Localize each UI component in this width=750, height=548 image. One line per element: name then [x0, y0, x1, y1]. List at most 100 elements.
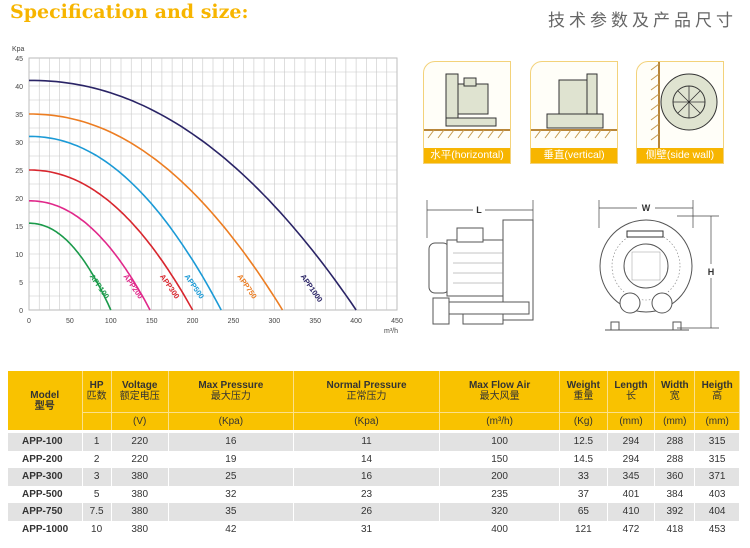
table-cell: 100	[439, 433, 561, 451]
table-cell: 380	[111, 503, 169, 521]
table-cell: 220	[111, 450, 169, 468]
model-cell: APP-100	[8, 433, 83, 451]
table-cell: 31	[293, 520, 441, 538]
table-cell: 42	[168, 520, 294, 538]
page-title-cn: 技术参数及产品尺寸	[548, 11, 737, 31]
y-tick-label: 20	[15, 196, 23, 203]
x-tick-label: 300	[268, 318, 280, 325]
x-axis-label: m³/h	[384, 328, 398, 335]
header-cn: 最大风量	[479, 391, 520, 403]
table-cell: 23	[293, 485, 441, 503]
table-cell: 35	[168, 503, 294, 521]
x-tick-label: 200	[187, 318, 199, 325]
mount-label: 侧壁(side wall)	[637, 148, 723, 163]
header-cn: 最大压力	[210, 391, 251, 403]
x-tick-label: 400	[350, 318, 362, 325]
header-cn: 额定电压	[119, 391, 160, 403]
model-cell: APP-300	[8, 468, 83, 486]
header-cn: 高	[712, 391, 723, 403]
table-cell: 25	[168, 468, 294, 486]
table-cell: 320	[439, 503, 561, 521]
header-cn: 正常压力	[346, 391, 387, 403]
table-cell: 33	[559, 468, 608, 486]
x-tick-label: 100	[105, 318, 117, 325]
table-cell: 200	[439, 468, 561, 486]
table-cell: 7.5	[82, 503, 112, 521]
table-cell: 294	[607, 450, 656, 468]
curve-app300	[29, 169, 194, 311]
mount-label: 垂直(vertical)	[531, 148, 617, 163]
header-en: Weight	[566, 380, 600, 392]
table-cell: 19	[168, 450, 294, 468]
header-cn: 型号	[34, 400, 55, 412]
curve-app200	[29, 200, 151, 311]
y-tick-label: 35	[15, 112, 23, 119]
x-tick-label: 250	[228, 318, 240, 325]
x-tick-label: 450	[391, 318, 403, 325]
y-tick-label: 40	[15, 84, 23, 91]
table-cell: 403	[694, 485, 740, 503]
model-cell: APP-200	[8, 450, 83, 468]
y-tick-label: 45	[15, 56, 23, 63]
mount-label: 水平(horizontal)	[424, 148, 510, 163]
header-en: Max Pressure	[198, 380, 264, 392]
table-cell: 16	[168, 433, 294, 451]
table-cell: 384	[654, 485, 696, 503]
x-tick-label: 350	[309, 318, 321, 325]
side-wall-blower-icon	[650, 62, 718, 148]
table-cell: 472	[607, 520, 656, 538]
y-tick-label: 30	[15, 140, 23, 147]
y-axis-label: Kpa	[12, 46, 25, 53]
table-cell: 288	[654, 433, 696, 451]
table-cell: 235	[439, 485, 561, 503]
table-cell: 11	[293, 433, 441, 451]
header-en: Heigth	[701, 380, 733, 392]
mount-horizontal: 水平(horizontal)	[423, 61, 511, 164]
model-cell: APP-750	[8, 503, 83, 521]
table-cell: 360	[654, 468, 696, 486]
table-cell: 5	[82, 485, 112, 503]
unit-header: (Kpa)	[168, 411, 294, 430]
table-cell: 392	[654, 503, 696, 521]
unit-header: (mm)	[654, 411, 696, 430]
unit-header: (mm)	[607, 411, 656, 430]
length-label: L	[476, 205, 482, 215]
table-cell: 315	[694, 450, 740, 468]
table-cell: 150	[439, 450, 561, 468]
side-dimension-drawing: L	[426, 200, 534, 325]
table-cell: 404	[694, 503, 740, 521]
y-tick-label: 15	[15, 224, 23, 231]
table-cell: 32	[168, 485, 294, 503]
table-cell: 12.5	[559, 433, 608, 451]
x-tick-label: 50	[66, 318, 74, 325]
table-cell: 14	[293, 450, 441, 468]
curve-app500	[29, 135, 222, 311]
table-cell: 410	[607, 503, 656, 521]
header-en: Width	[660, 380, 689, 392]
mount-vertical: 垂直(vertical)	[530, 61, 618, 164]
table-cell: 121	[559, 520, 608, 538]
header-en: HP	[89, 380, 104, 392]
table-cell: 315	[694, 433, 740, 451]
table-cell: 26	[293, 503, 441, 521]
table-cell: 345	[607, 468, 656, 486]
model-cell: APP-1000	[8, 520, 83, 538]
table-cell: 65	[559, 503, 608, 521]
model-cell: APP-500	[8, 485, 83, 503]
vertical-blower-icon	[531, 73, 617, 139]
y-tick-label: 25	[15, 168, 23, 175]
front-dimension-drawing: W H	[598, 200, 719, 331]
mount-side-wall: 侧壁(side wall)	[636, 61, 724, 164]
